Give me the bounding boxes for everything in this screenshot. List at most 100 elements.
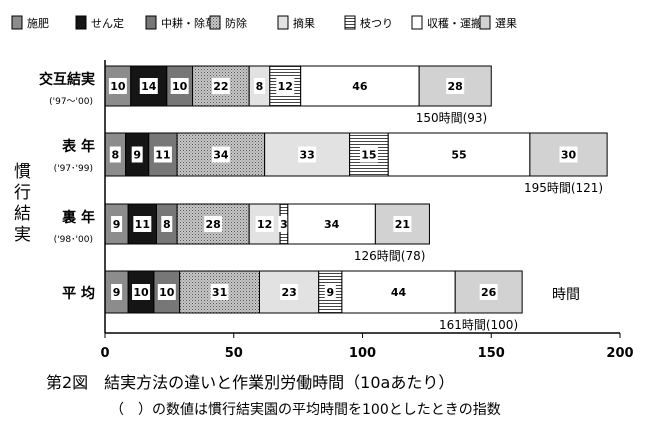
data-label: 9	[326, 286, 334, 299]
data-label-bg	[211, 78, 230, 94]
data-label: 8	[163, 218, 171, 231]
data-label-bg	[322, 216, 341, 232]
data-label: 26	[481, 286, 497, 299]
data-label: 10	[159, 286, 175, 299]
chart-title: 第2図 結実方法の違いと作業別労働時間（10aあたり）	[46, 373, 454, 392]
data-label: 21	[395, 218, 410, 231]
bar-segment	[130, 65, 168, 107]
total-label: 161時間(100)	[439, 318, 518, 332]
legend-swatch	[411, 15, 423, 30]
legend: 施肥せん定中耕・除草防除摘果枝つり収穫・運搬選果	[11, 15, 517, 30]
data-label-bg	[255, 216, 274, 232]
legend-label: 選果	[495, 17, 517, 30]
legend-swatch	[145, 15, 157, 30]
data-label-bg	[276, 78, 295, 94]
data-label-bg	[211, 146, 230, 163]
total-label: 195時間(121)	[524, 181, 603, 195]
x-tick-label: 50	[225, 346, 243, 361]
data-label: 28	[205, 218, 220, 231]
data-label: 14	[141, 80, 157, 93]
data-label-bg	[111, 216, 123, 232]
data-label: 31	[212, 286, 227, 299]
row-period: ('97･'99)	[54, 164, 93, 174]
data-label: 9	[133, 149, 141, 162]
data-label-bg	[210, 284, 229, 300]
data-label: 33	[299, 149, 314, 162]
data-label: 55	[451, 149, 466, 162]
data-label: 11	[155, 149, 170, 162]
total-label: 126時間(78)	[354, 249, 426, 263]
data-label: 28	[448, 80, 463, 93]
data-label-bg	[133, 216, 152, 232]
data-label: 12	[278, 80, 293, 93]
data-label-bg	[111, 284, 123, 300]
data-label-bg	[450, 146, 469, 163]
data-label-bg	[170, 78, 189, 94]
data-label-bg	[559, 146, 578, 163]
data-label: 9	[113, 286, 121, 299]
row-label: 平 均	[62, 285, 95, 302]
data-label-bg	[324, 284, 336, 300]
legend-swatch	[479, 15, 491, 30]
group-label-char: 行	[14, 183, 31, 203]
data-label-bg	[108, 78, 127, 94]
legend-swatch	[11, 15, 23, 30]
legend-swatch	[277, 15, 289, 30]
data-label: 9	[113, 218, 121, 231]
legend-label: 中耕・除草	[161, 16, 216, 30]
data-label-bg	[139, 78, 158, 94]
data-label-bg	[109, 146, 121, 163]
group-label-char: 結	[14, 204, 31, 224]
data-label-bg	[278, 216, 290, 232]
data-label-bg	[204, 216, 223, 232]
data-label-bg	[161, 216, 173, 232]
data-label-bg	[132, 284, 151, 300]
row-label: 表 年	[61, 138, 95, 155]
group-label-char: 慣	[14, 162, 31, 182]
legend-label: せん定	[91, 16, 124, 30]
data-label-bg	[446, 78, 465, 94]
data-label-bg	[157, 284, 176, 300]
legend-label: 収穫・運搬	[427, 16, 482, 30]
data-label-bg	[298, 146, 317, 163]
data-label: 10	[172, 80, 188, 93]
data-label-bg	[350, 78, 369, 94]
data-label: 44	[391, 286, 407, 299]
x-tick-label: 150	[478, 346, 505, 361]
x-tick-label: 100	[349, 346, 376, 361]
legend-label: 防除	[225, 16, 247, 30]
x-tick-label: 0	[100, 346, 109, 361]
chart-subtitle: （ ）の数値は慣行結実園の平均時間を100としたときの指数	[110, 401, 501, 418]
group-label-char: 実	[14, 225, 31, 245]
row-period: ('97～'00)	[49, 97, 93, 107]
legend-label: 摘果	[293, 16, 315, 30]
data-label-bg	[389, 284, 408, 300]
data-label: 8	[111, 149, 119, 162]
row-label: 裏 年	[61, 209, 95, 226]
data-label: 34	[324, 218, 340, 231]
data-label-bg	[254, 78, 265, 94]
legend-label: 枝つり	[360, 16, 393, 30]
group-label: 慣行結実	[14, 162, 31, 245]
data-label: 8	[256, 80, 264, 93]
data-label: 3	[280, 218, 288, 231]
legend-swatch	[75, 15, 87, 30]
row-label: 交互結実	[39, 71, 95, 88]
data-label-bg	[393, 216, 412, 232]
row-period: ('98･'00)	[54, 235, 93, 245]
legend-swatch	[209, 15, 221, 30]
data-label: 12	[257, 218, 272, 231]
total-label: 150時間(93)	[416, 111, 488, 125]
data-label: 46	[352, 80, 368, 93]
legend-swatch	[344, 15, 356, 30]
data-label: 23	[281, 286, 296, 299]
data-label: 10	[110, 80, 126, 93]
data-label: 34	[213, 149, 229, 162]
data-label-bg	[479, 284, 498, 300]
data-label: 15	[361, 149, 376, 162]
data-label: 30	[561, 149, 577, 162]
data-label-bg	[280, 284, 299, 300]
